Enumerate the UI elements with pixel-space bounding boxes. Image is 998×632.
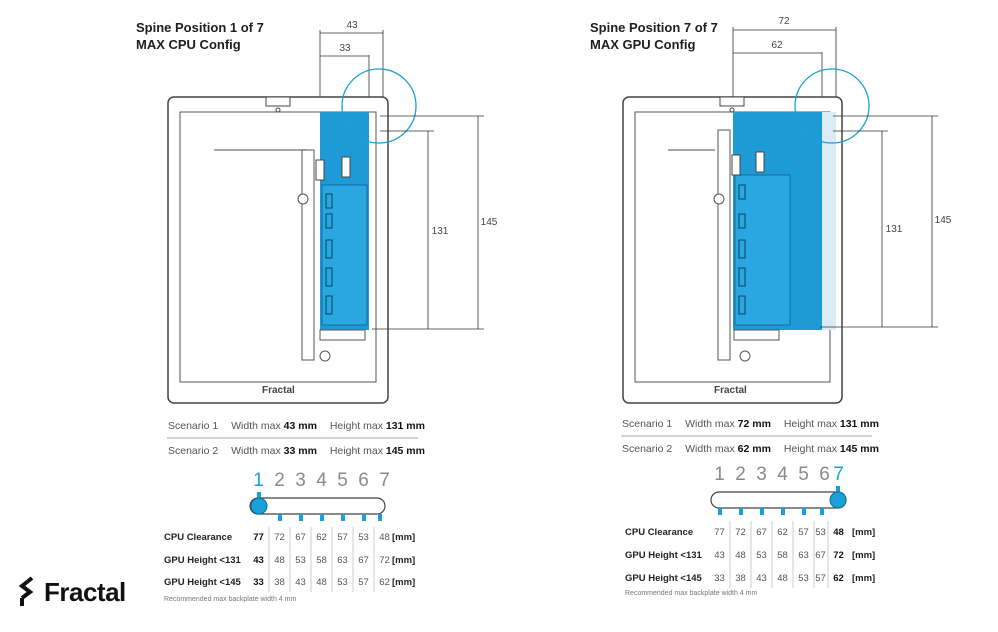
spine-position-3[interactable]: 3 <box>756 464 767 485</box>
dimension-outer-width: 43 <box>346 20 358 31</box>
spine-position-3[interactable]: 3 <box>295 470 306 491</box>
fractal-logo-icon <box>18 576 34 606</box>
dimension-height-tall: 145 <box>480 217 498 228</box>
backplate-note: Recommended max backplate width 4 mm <box>164 596 297 603</box>
spine-position-1[interactable]: 1 <box>253 470 264 491</box>
scenario-2-row: Scenario 2 Width max 62 mm Height max 14… <box>622 443 879 455</box>
scenario-2-row: Scenario 2 Width max 33 mm Height max 14… <box>168 445 425 457</box>
scenario-1-row: Scenario 1 Width max 72 mm Height max 13… <box>622 418 879 430</box>
dimension-outer-width: 72 <box>778 16 790 27</box>
spine-position-6[interactable]: 6 <box>819 464 830 485</box>
panel-title: Spine Position 1 of 7 MAX CPU Config <box>136 20 264 52</box>
dimension-height-short: 131 <box>431 226 449 237</box>
brand-logo: Fractal <box>18 576 126 608</box>
spine-position-2[interactable]: 2 <box>735 464 746 485</box>
brand-name: Fractal <box>44 576 126 607</box>
spine-position-4[interactable]: 4 <box>777 464 788 485</box>
spine-position-5[interactable]: 5 <box>337 470 348 491</box>
dimension-inner-width: 62 <box>771 40 783 51</box>
spine-position-7[interactable]: 7 <box>379 470 390 491</box>
case-logo: Fractal <box>262 385 295 396</box>
scenario-1-row: Scenario 1 Width max 43 mm Height max 13… <box>168 420 425 432</box>
spine-position-1[interactable]: 1 <box>714 464 725 485</box>
dimension-height-tall: 145 <box>934 215 952 226</box>
backplate-note: Recommended max backplate width 4 mm <box>625 590 758 597</box>
spine-position-5[interactable]: 5 <box>798 464 809 485</box>
dimension-inner-width: 33 <box>339 43 351 54</box>
spine-position-4[interactable]: 4 <box>316 470 327 491</box>
panel-title: Spine Position 7 of 7 MAX GPU Config <box>590 20 718 52</box>
spine-position-7[interactable]: 7 <box>833 464 844 485</box>
spine-position-6[interactable]: 6 <box>358 470 369 491</box>
case-logo: Fractal <box>714 385 747 396</box>
spine-position-2[interactable]: 2 <box>274 470 285 491</box>
dimension-height-short: 131 <box>885 224 903 235</box>
